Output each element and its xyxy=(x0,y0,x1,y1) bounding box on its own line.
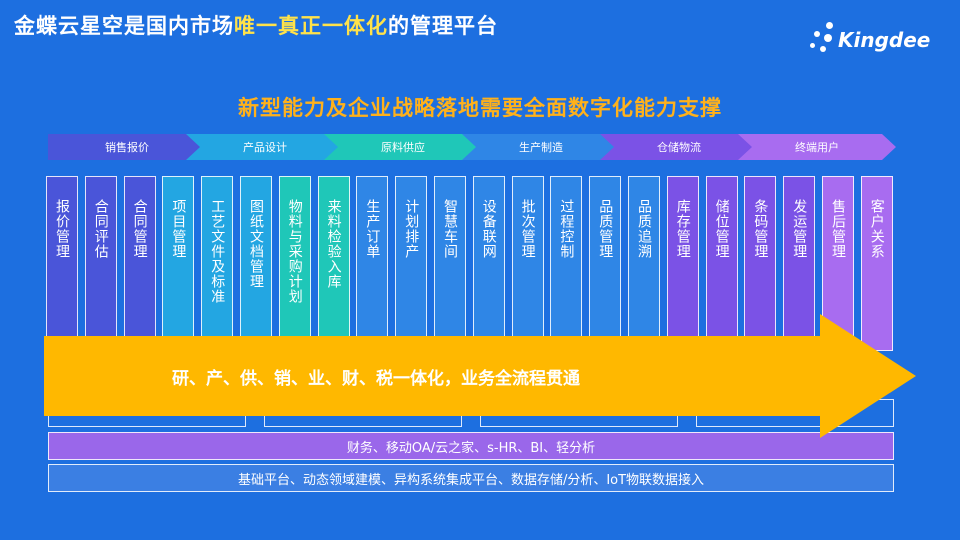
module-label: 合同管理 xyxy=(131,199,148,259)
flow-step: 产品设计 xyxy=(186,134,344,160)
title-highlight: 唯一真正一体化 xyxy=(234,14,388,38)
module-label: 合同评估 xyxy=(92,199,109,259)
flow-step: 生产制造 xyxy=(462,134,620,160)
module-label: 售后管理 xyxy=(830,199,846,259)
module-label: 来料检验入库 xyxy=(325,199,342,289)
module-label: 设备联网 xyxy=(480,199,497,259)
module-card: 储位管理 xyxy=(705,176,738,351)
module-label: 批次管理 xyxy=(519,199,536,259)
arrow-shape xyxy=(44,314,916,438)
platform-band: 基础平台、动态领域建模、异构系统集成平台、数据存储/分析、IoT物联数据接入 xyxy=(48,464,894,492)
flow-step: 原料供应 xyxy=(324,134,482,160)
module-card: 合同管理 xyxy=(123,176,156,351)
flow-step: 终端用户 xyxy=(738,134,896,160)
module-card: 品质管理 xyxy=(589,176,622,351)
module-label: 计划排产 xyxy=(403,199,420,259)
module-card: 客户关系 xyxy=(860,176,893,351)
module-card: 条码管理 xyxy=(744,176,777,351)
module-card: 批次管理 xyxy=(511,176,544,351)
module-label: 图纸文档管理 xyxy=(248,199,264,289)
module-card: 品质追溯 xyxy=(628,176,660,351)
module-card: 过程控制 xyxy=(550,176,583,351)
module-card: 图纸文档管理 xyxy=(240,176,272,351)
module-label: 物料与采购计划 xyxy=(286,199,303,304)
module-card: 发运管理 xyxy=(783,176,816,351)
logo-text: Kingdee xyxy=(838,28,931,52)
kingdee-logo: Kingdee xyxy=(810,22,930,56)
module-card: 设备联网 xyxy=(472,176,505,351)
module-card: 智慧车间 xyxy=(434,176,466,351)
module-grid: 报价管理 合同评估 合同管理 项目管理 工艺文件及标准 图纸文档管理 物料与采购计划 来料检验… xyxy=(46,176,896,351)
module-label: 客户关系 xyxy=(868,199,885,259)
module-label: 条码管理 xyxy=(752,199,769,259)
flow-step: 销售报价 xyxy=(48,134,206,160)
integration-arrow xyxy=(44,314,916,438)
module-label: 库存管理 xyxy=(674,199,691,259)
module-label: 生产订单 xyxy=(364,199,381,259)
module-label: 发运管理 xyxy=(791,199,808,259)
arrow-label: 研、产、供、销、业、财、税一体化，业务全流程贯通 xyxy=(172,369,580,389)
title-prefix: 金蝶云星空是国内市场 xyxy=(14,14,234,38)
module-label: 品质管理 xyxy=(597,199,614,259)
module-label: 工艺文件及标准 xyxy=(209,199,226,304)
process-flow: 销售报价产品设计原料供应生产制造仓储物流终端用户 xyxy=(48,134,894,160)
module-card: 生产订单 xyxy=(356,176,389,351)
module-card: 库存管理 xyxy=(666,176,699,351)
module-card: 来料检验入库 xyxy=(317,176,350,351)
module-label: 智慧车间 xyxy=(442,199,458,259)
module-label: 报价管理 xyxy=(54,199,70,259)
module-label: 过程控制 xyxy=(558,199,575,259)
section-subtitle: 新型能力及企业战略落地需要全面数字化能力支撑 xyxy=(238,96,722,120)
flow-step: 仓储物流 xyxy=(600,134,758,160)
title-suffix: 的管理平台 xyxy=(388,14,498,38)
module-label: 项目管理 xyxy=(170,199,187,259)
logo-dots-icon xyxy=(810,22,838,56)
module-label: 品质追溯 xyxy=(636,199,652,259)
module-card: 合同评估 xyxy=(84,176,117,351)
module-label: 储位管理 xyxy=(713,199,730,259)
module-card: 物料与采购计划 xyxy=(278,176,311,351)
page-title: 金蝶云星空是国内市场唯一真正一体化的管理平台 xyxy=(14,10,498,40)
module-card: 售后管理 xyxy=(822,176,854,351)
finance-band: 财务、移动OA/云之家、s-HR、BI、轻分析 xyxy=(48,432,894,460)
module-card: 工艺文件及标准 xyxy=(201,176,234,351)
module-card: 报价管理 xyxy=(46,176,78,351)
module-card: 计划排产 xyxy=(395,176,428,351)
